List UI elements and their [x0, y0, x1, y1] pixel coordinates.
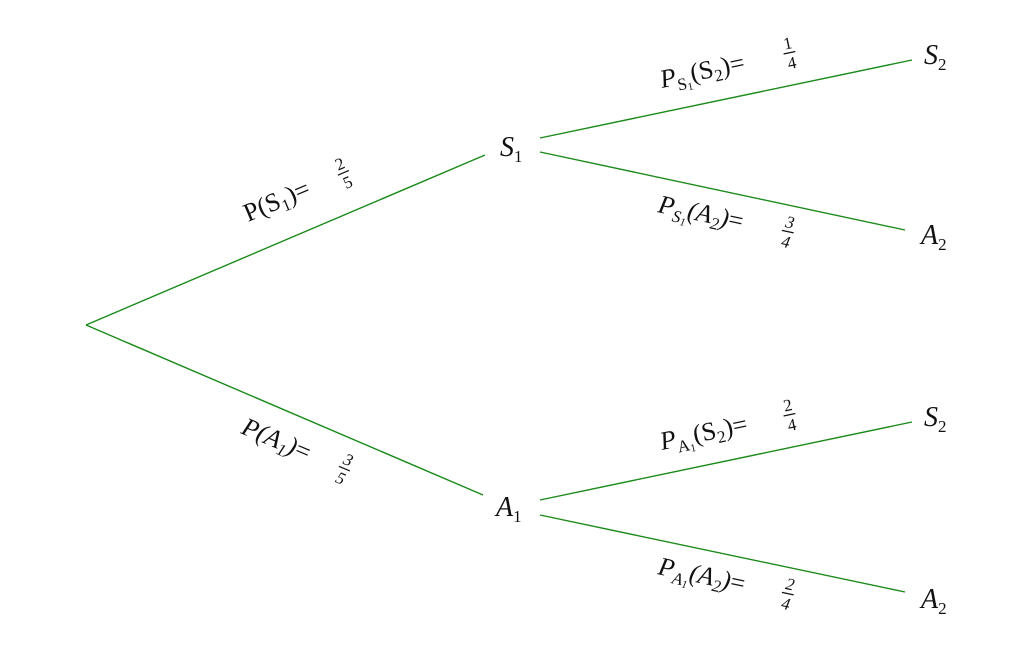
edge-a1-a2 [539, 514, 906, 593]
label-pa1-a2: PA1(A2)= 2 4 [654, 551, 797, 614]
label-pa1-s2: PA1(S2)= 2 4 [656, 395, 799, 461]
edge-s1-a2 [539, 151, 906, 231]
edge-root-s1 [85, 154, 486, 326]
svg-text:3: 3 [783, 212, 796, 233]
svg-text:5: 5 [340, 172, 355, 193]
svg-text:4: 4 [786, 53, 799, 73]
svg-text:4: 4 [780, 232, 793, 252]
svg-text:2: 2 [784, 574, 797, 594]
node-s1-a2: A2 [919, 220, 947, 254]
svg-text:5: 5 [333, 468, 348, 489]
svg-text:2: 2 [782, 395, 794, 415]
edge-s1-s2 [539, 59, 913, 139]
node-s1: S1 [500, 132, 523, 166]
node-s1-s2: S2 [924, 40, 947, 74]
node-a1-s2: S2 [924, 402, 947, 436]
svg-text:4: 4 [786, 415, 799, 435]
svg-text:P(A1)=: P(A1)= [236, 411, 316, 469]
edge-a1-s2 [539, 421, 913, 501]
svg-text:1: 1 [782, 33, 794, 53]
tree-edges [85, 59, 913, 593]
label-ps1-s2: PS1(S2)= 1 4 [656, 33, 799, 99]
label-p-a1: P(A1)= 3 5 [236, 411, 356, 489]
svg-text:PS1(A2)=: PS1(A2)= [654, 189, 746, 240]
label-p-s1: P(S1)= 2 5 [239, 154, 355, 231]
node-a1-a2: A2 [919, 584, 947, 618]
svg-text:PS1(S2)=: PS1(S2)= [656, 48, 748, 99]
svg-text:PA1(A2)=: PA1(A2)= [654, 551, 748, 603]
svg-text:PA1(S2)=: PA1(S2)= [656, 409, 751, 461]
node-a1: A1 [494, 492, 522, 526]
edge-root-a1 [85, 324, 484, 496]
svg-text:P(S1)=: P(S1)= [239, 174, 315, 231]
label-ps1-a2: PS1(A2)= 3 4 [654, 189, 796, 252]
svg-text:2: 2 [332, 154, 347, 175]
svg-text:4: 4 [780, 594, 793, 614]
